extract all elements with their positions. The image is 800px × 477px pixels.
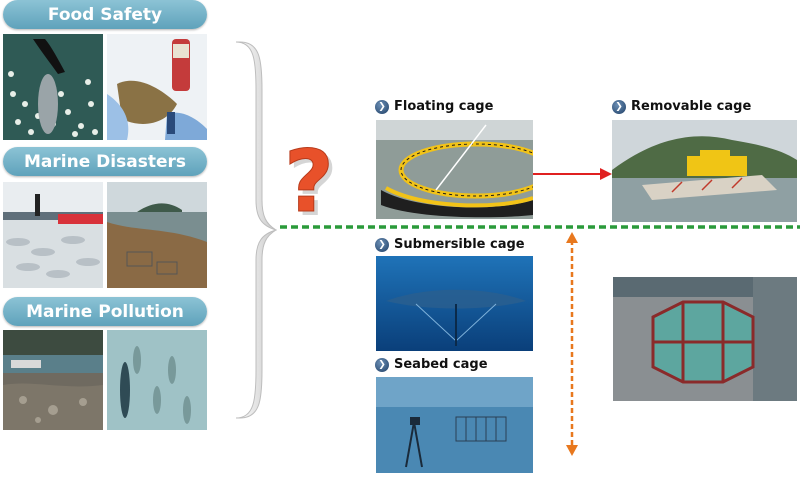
seabed-cage-title: ❯ Seabed cage bbox=[375, 357, 488, 372]
food-safety-pill: Food Safety bbox=[3, 0, 207, 29]
food-safety-photo-fish-market bbox=[3, 34, 103, 140]
submersible-cage-title: ❯ Submersible cage bbox=[375, 237, 525, 252]
submersible-cage-label: Submersible cage bbox=[394, 237, 525, 252]
chevron-right-icon: ❯ bbox=[375, 237, 389, 252]
seabed-cage-photo bbox=[376, 377, 533, 473]
food-safety-photo-lab-test bbox=[107, 34, 207, 140]
svg-text:?: ? bbox=[288, 136, 338, 230]
marine-pollution-photo-underwater bbox=[107, 330, 207, 430]
chevron-right-icon: ❯ bbox=[375, 99, 389, 114]
removable-cage-photo bbox=[612, 120, 797, 222]
red-arrow-head bbox=[600, 168, 612, 180]
chevron-right-icon: ❯ bbox=[375, 357, 389, 372]
svg-text:?: ? bbox=[284, 135, 334, 230]
grouping-brace bbox=[232, 40, 278, 420]
orange-arrow-head-bottom bbox=[566, 445, 578, 456]
floating-cage-photo bbox=[376, 120, 533, 219]
removable-cage-label: Removable cage bbox=[631, 99, 752, 114]
marine-disasters-label: Marine Disasters bbox=[24, 151, 186, 172]
offshore-cage-structure-photo bbox=[613, 277, 797, 401]
orange-arrow-head-top bbox=[566, 232, 578, 243]
marine-pollution-pill: Marine Pollution bbox=[3, 297, 207, 326]
seabed-cage-label: Seabed cage bbox=[394, 357, 488, 372]
floating-cage-label: Floating cage bbox=[394, 99, 494, 114]
marine-pollution-label: Marine Pollution bbox=[26, 301, 184, 322]
marine-disasters-pill: Marine Disasters bbox=[3, 147, 207, 176]
chevron-right-icon: ❯ bbox=[612, 99, 626, 114]
marine-disasters-photo-red-tide bbox=[107, 182, 207, 288]
marine-disasters-photo-dead-fish bbox=[3, 182, 103, 288]
removable-cage-title: ❯ Removable cage bbox=[612, 99, 751, 114]
submersible-cage-photo bbox=[376, 256, 533, 351]
marine-pollution-photo-shore bbox=[3, 330, 103, 430]
floating-cage-title: ❯ Floating cage bbox=[375, 99, 493, 114]
question-mark-icon: ? ? bbox=[282, 132, 342, 237]
food-safety-label: Food Safety bbox=[47, 4, 163, 25]
